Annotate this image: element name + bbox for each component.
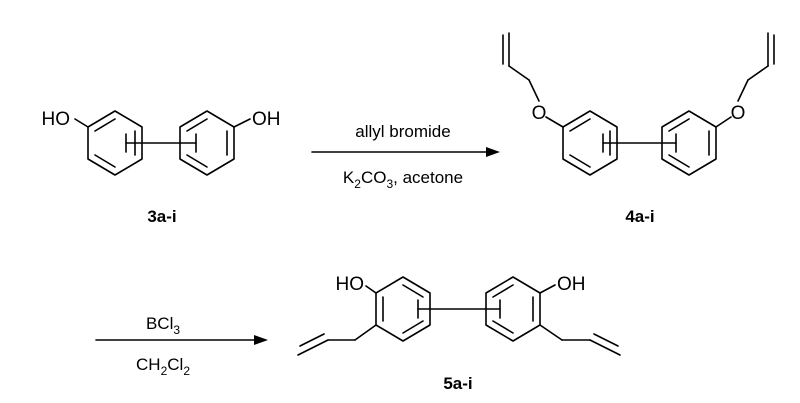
reagent-allyl-bromide: allyl bromide bbox=[355, 122, 450, 141]
compound-id-3: 3a-i bbox=[147, 207, 176, 226]
hydroxyl-right-label: OH bbox=[252, 109, 281, 130]
arrowhead-2 bbox=[254, 335, 268, 345]
ether-oxygen-right: O bbox=[731, 103, 746, 124]
allyl-chain-right bbox=[737, 32, 775, 102]
compound-id-5: 5a-i bbox=[443, 374, 472, 393]
reagent-bcl3: BCl3 bbox=[146, 314, 180, 337]
arrowhead-1 bbox=[486, 147, 500, 157]
allyl-chain-left bbox=[297, 324, 377, 356]
reaction-step-1: allyl bromide K2CO3, acetone bbox=[311, 122, 500, 191]
right-phenyl-ring bbox=[179, 110, 235, 176]
compound-4a-i: O O 4a-i bbox=[502, 32, 775, 226]
solvent-ch2cl2: CH2Cl2 bbox=[136, 355, 190, 378]
allyl-chain-right bbox=[539, 324, 621, 356]
reaction-step-2: BCl3 CH2Cl2 bbox=[95, 314, 268, 378]
compound-id-4: 4a-i bbox=[625, 207, 654, 226]
conditions-k2co3-acetone: K2CO3, acetone bbox=[343, 168, 463, 191]
ether-oxygen-left: O bbox=[532, 103, 547, 124]
hydroxyl-left-label: HO bbox=[42, 109, 71, 130]
compound-3a-i: HO OH 3a-i bbox=[42, 109, 281, 226]
compound-5a-i: HO OH 5a-i bbox=[297, 274, 621, 393]
allyl-chain-left bbox=[502, 32, 540, 102]
right-phenyl-ring bbox=[661, 110, 717, 176]
hydroxyl-right-label: OH bbox=[557, 274, 586, 295]
hydroxyl-left-label: HO bbox=[336, 274, 365, 295]
